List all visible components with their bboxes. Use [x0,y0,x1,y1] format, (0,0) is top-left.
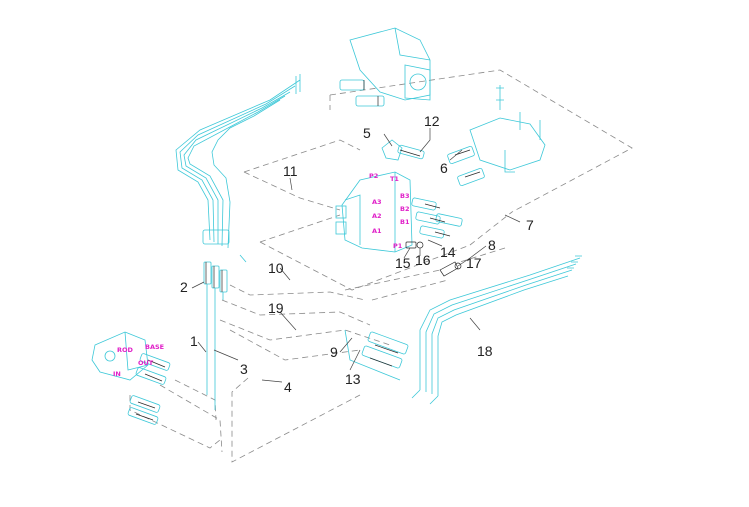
port-b2-label: B2 [400,205,409,213]
upper-hose-bundle [175,74,301,263]
small-fittings [405,241,462,277]
callout-16: 16 [415,252,431,268]
parts [91,27,582,425]
port-labels: P2 T1 A3 A2 A1 B3 B2 B1 P1 ROD BASE IN O… [113,172,410,378]
port-a3-label: A3 [372,198,382,206]
callout-17: 17 [466,255,482,271]
bottom-couplers [344,329,409,381]
port-out-label: OUT [138,359,154,367]
cylinder-valve [91,331,171,425]
port-p1-label: P1 [393,242,403,250]
port-rod-label: ROD [117,346,134,354]
callout-9: 9 [330,344,338,360]
callout-numbers: 1 2 3 4 5 6 7 8 9 10 11 12 13 14 15 16 1… [180,113,534,395]
callout-13: 13 [345,371,361,387]
callout-4: 4 [284,379,292,395]
vertical-fittings [203,261,228,410]
pump-unit [339,27,431,107]
callout-8: 8 [488,237,496,253]
callout-11: 11 [283,163,298,179]
callout-14: 14 [440,244,456,260]
port-b1-label: B1 [400,218,410,226]
right-manifold [447,85,546,186]
port-a1-label: A1 [372,227,382,235]
port-in-label: IN [113,370,121,378]
callout-15: 15 [395,255,411,271]
callout-10: 10 [268,260,284,276]
callout-5: 5 [363,125,371,141]
callout-18: 18 [477,343,493,359]
lower-hose-bundle [411,255,582,405]
port-base-label: BASE [145,343,164,351]
leader-lines [191,128,521,383]
elbow-fitting [381,139,425,161]
port-t1-label: T1 [390,175,399,183]
callout-2: 2 [180,279,188,295]
port-p2-label: P2 [369,172,378,180]
callout-1: 1 [190,333,198,349]
port-b3-label: B3 [400,192,409,200]
callout-3: 3 [240,361,248,377]
control-valve [335,171,463,253]
callout-12: 12 [424,113,440,129]
port-a2-label: A2 [372,212,382,220]
callout-7: 7 [526,217,534,233]
callout-6: 6 [440,160,448,176]
callout-19: 19 [268,300,284,316]
